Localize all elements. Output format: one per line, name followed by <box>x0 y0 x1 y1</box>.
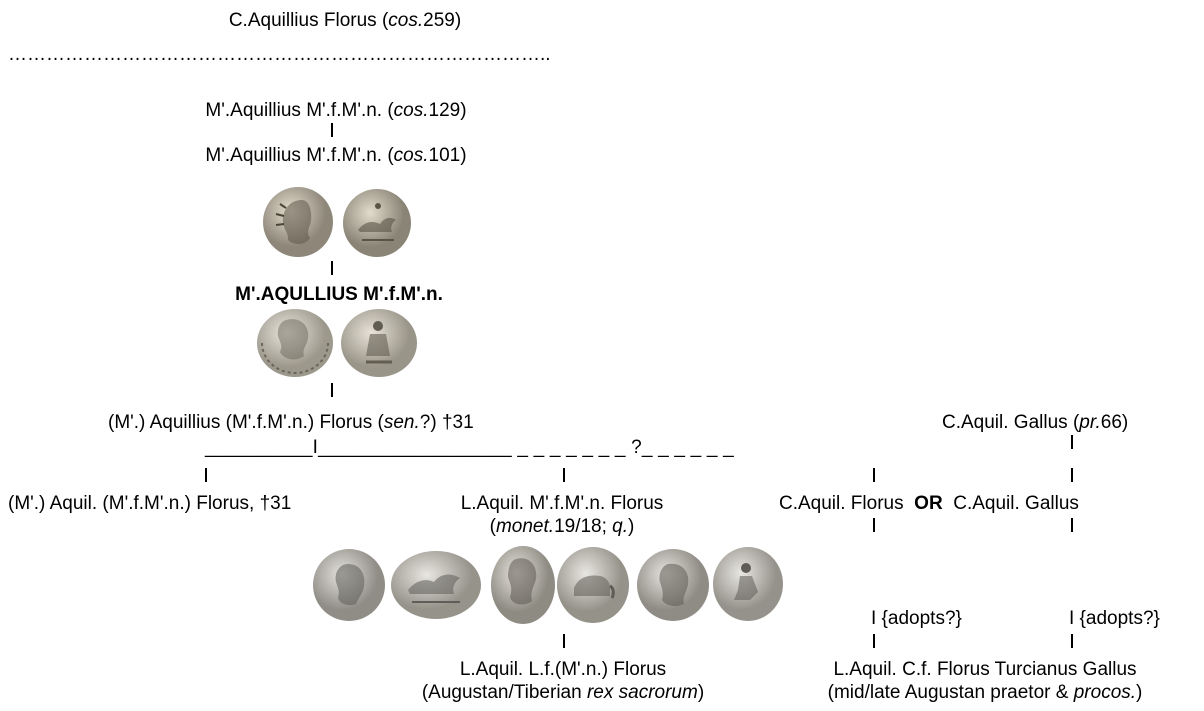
lineage-bar <box>873 518 875 532</box>
lineage-bar <box>1071 435 1073 449</box>
family-connector: __________I__________________ _ _ _ _ _ … <box>205 437 734 459</box>
grandchild-rex-sacrorum: L.Aquil. L.f.(M'.n.) Florus <box>460 659 666 681</box>
lineage-bar <box>205 468 207 482</box>
grandchild-rex-sacrorum-note: (Augustan/Tiberian rex sacrorum) <box>422 682 704 704</box>
child-florus-31: (M'.) Aquil. (M'.f.M'.n.) Florus, †31 <box>8 493 291 515</box>
grandchild-turcianus-note: (mid/late Augustan praetor & procos.) <box>828 682 1143 704</box>
warrior-standing-icon <box>340 308 418 378</box>
child-moneyer-florus: L.Aquil. M'.f.M'.n. Florus <box>461 493 664 515</box>
augustus-head-icon <box>636 548 710 622</box>
sol-head-icon <box>262 186 334 258</box>
helmeted-head-icon <box>256 308 334 378</box>
consul-129: M'.Aquillius M'.f.M'.n. (cos.129) <box>205 100 466 122</box>
lineage-bar <box>331 261 333 275</box>
grandchild-turcianus-gallus: L.Aquil. C.f. Florus Turcianus Gallus <box>833 659 1136 681</box>
lineage-bar <box>1071 468 1073 482</box>
quadriga-chariot-icon <box>390 550 482 620</box>
lineage-bar <box>563 634 565 648</box>
helmeted-bust-icon <box>490 545 556 625</box>
moneyer-name: M'.AQULLIUS M'.f.M'.n. <box>235 284 443 306</box>
root-ancestor: C.Aquillius Florus (cos.259) <box>229 10 461 32</box>
lineage-bar <box>331 383 333 397</box>
lineage-bar <box>873 468 875 482</box>
adopts-note-c: I {adopts?} <box>871 608 962 630</box>
lineage-bar <box>563 468 565 482</box>
sol-head-radiate-icon <box>312 548 386 622</box>
biga-chariot-icon <box>342 188 412 258</box>
dotted-separator: ………………………………………………………………………….. <box>8 44 551 66</box>
senator-florus: (M'.) Aquillius (M'.f.M'.n.) Florus (sen… <box>108 412 474 434</box>
child-moneyer-office: (monet.19/18; q.) <box>490 516 635 538</box>
consul-101: M'.Aquillius M'.f.M'.n. (cos.101) <box>205 145 466 167</box>
lineage-bar <box>873 634 875 648</box>
adopts-note-d: I {adopts?} <box>1069 608 1160 630</box>
lineage-bar <box>1071 518 1073 532</box>
child-florus-or-gallus: C.Aquil. Florus OR C.Aquil. Gallus <box>779 493 1079 515</box>
kneeling-figure-icon <box>712 546 784 622</box>
lineage-bar <box>331 123 333 137</box>
lineage-bar <box>1071 634 1073 648</box>
gallus-praetor: C.Aquil. Gallus (pr.66) <box>942 412 1128 434</box>
elephant-biga-icon <box>556 546 630 624</box>
